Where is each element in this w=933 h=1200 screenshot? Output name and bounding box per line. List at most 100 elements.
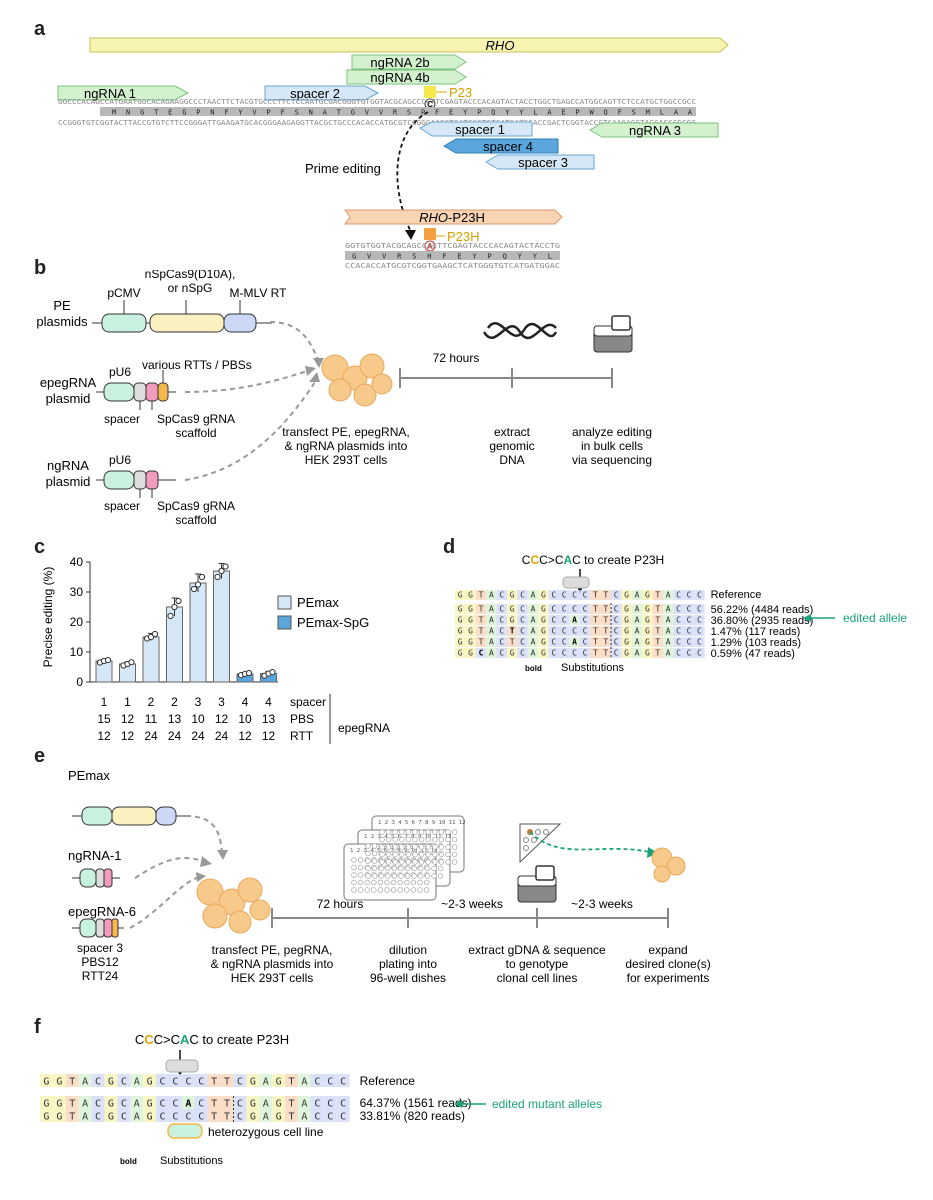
bottom-dna-strand: CCGGGTGTCGGTACTTACCGTGTCTTCCGGGATTGAAGAT… bbox=[58, 119, 696, 127]
base-cell bbox=[559, 648, 570, 658]
base-cell bbox=[642, 590, 653, 600]
spacer-1-arrow bbox=[419, 121, 533, 137]
base-cell bbox=[40, 1109, 53, 1122]
base-cell bbox=[496, 637, 507, 647]
base-letter: C bbox=[520, 591, 525, 600]
base-cell bbox=[91, 1096, 105, 1109]
base-cell bbox=[130, 1074, 144, 1087]
base-letter: A bbox=[666, 638, 671, 647]
base-letter: C bbox=[551, 616, 556, 625]
base-letter: T bbox=[224, 1099, 230, 1110]
base-letter: G bbox=[510, 649, 515, 658]
base-letter: G bbox=[510, 591, 515, 600]
base-cell bbox=[207, 1109, 221, 1122]
base-letter: C bbox=[160, 1112, 166, 1123]
e-step4-line2: desired clone(s) bbox=[625, 957, 710, 971]
data-point bbox=[151, 630, 159, 638]
base-cell bbox=[496, 648, 507, 658]
base-letter: G bbox=[468, 616, 473, 625]
base-cell bbox=[181, 1096, 195, 1109]
base-letter: T bbox=[479, 616, 484, 625]
base-letter: G bbox=[458, 605, 463, 614]
base-letter: C bbox=[95, 1077, 101, 1088]
base-letter: A bbox=[489, 616, 494, 625]
base-cell bbox=[246, 1096, 260, 1109]
base-cell bbox=[156, 1074, 169, 1087]
base-letter: T bbox=[211, 1112, 217, 1123]
panel-d-legend-bold: bold bbox=[525, 664, 542, 673]
base-letter: C bbox=[499, 638, 504, 647]
chart-bar bbox=[142, 636, 160, 683]
base-cell bbox=[631, 648, 643, 658]
base-cell bbox=[642, 637, 653, 647]
data-point bbox=[245, 669, 253, 677]
base-cell bbox=[220, 1109, 234, 1122]
base-letter: T bbox=[655, 638, 660, 647]
base-cell bbox=[475, 615, 487, 625]
base-letter: C bbox=[614, 649, 619, 658]
base-letter: C bbox=[121, 1112, 127, 1123]
base-cell bbox=[40, 1074, 53, 1087]
base-cell bbox=[631, 590, 643, 600]
base-cell bbox=[181, 1074, 195, 1087]
base-letter: C bbox=[520, 649, 525, 658]
base-cell bbox=[220, 1096, 234, 1109]
rho-p23h-arrow bbox=[344, 209, 563, 225]
base-letter: G bbox=[624, 638, 629, 647]
base-cell bbox=[527, 626, 539, 636]
base-cell bbox=[694, 590, 705, 600]
ngrna-3-label: ngRNA 3 bbox=[629, 123, 681, 138]
epegrna6-label: epegRNA-6 bbox=[68, 904, 136, 919]
base-letter: A bbox=[263, 1099, 269, 1110]
base-letter: C bbox=[327, 1077, 333, 1088]
ngrna1-dashed-arrow bbox=[134, 857, 206, 879]
base-cell bbox=[527, 637, 539, 647]
base-letter: C bbox=[583, 649, 588, 658]
base-letter: A bbox=[531, 627, 536, 636]
transfect-line-3: HEK 293T cells bbox=[305, 453, 387, 467]
base-letter: A bbox=[489, 591, 494, 600]
base-cell bbox=[548, 626, 559, 636]
spacer-4-arrow bbox=[443, 138, 559, 154]
nspcas9-block bbox=[149, 313, 225, 333]
panel-letter-d: d bbox=[443, 536, 456, 558]
base-cell bbox=[455, 626, 466, 636]
hek-cells-cluster-e bbox=[196, 877, 271, 934]
epeg6-sub-2: PBS12 bbox=[81, 955, 119, 969]
table-cell: 12 bbox=[121, 729, 135, 743]
base-letter: G bbox=[624, 591, 629, 600]
ngrna-plasmid-label-2: plasmid bbox=[46, 474, 91, 489]
base-cell bbox=[465, 648, 476, 658]
analyze-line-2: in bulk cells bbox=[581, 439, 643, 453]
epegrna-label-2: plasmid bbox=[46, 391, 91, 406]
base-letter: T bbox=[69, 1112, 75, 1123]
base-cell bbox=[91, 1109, 105, 1122]
base-letter: C bbox=[172, 1099, 178, 1110]
base-letter: G bbox=[458, 616, 463, 625]
base-cell bbox=[507, 615, 518, 625]
base-letter: C bbox=[697, 627, 702, 636]
ngrna-1-arrow bbox=[57, 85, 190, 101]
base-cell bbox=[220, 1074, 234, 1087]
base-cell bbox=[130, 1096, 144, 1109]
base-cell bbox=[527, 604, 539, 614]
base-cell bbox=[600, 604, 611, 614]
table-cell: 24 bbox=[191, 729, 205, 743]
base-cell bbox=[652, 590, 663, 600]
data-point bbox=[214, 573, 221, 581]
reference-label-f: Reference bbox=[360, 1074, 416, 1088]
base-letter: A bbox=[134, 1099, 140, 1110]
mmlv-block bbox=[223, 313, 257, 333]
base-letter: T bbox=[479, 627, 484, 636]
base-letter: G bbox=[541, 638, 546, 647]
hours-72-b: 72 hours bbox=[433, 351, 480, 365]
base-cell bbox=[52, 1074, 66, 1087]
table-row-label: RTT bbox=[290, 729, 314, 743]
well-plates-icon: 1 2 3 4 5 6 7 8 9 10 11 12 1 2 3 4 5 6 7… bbox=[343, 815, 466, 901]
base-cell bbox=[548, 648, 559, 658]
base-cell bbox=[683, 615, 695, 625]
base-cell bbox=[517, 604, 528, 614]
base-letter: A bbox=[666, 591, 671, 600]
base-letter: C bbox=[551, 649, 556, 658]
base-cell bbox=[621, 615, 632, 625]
